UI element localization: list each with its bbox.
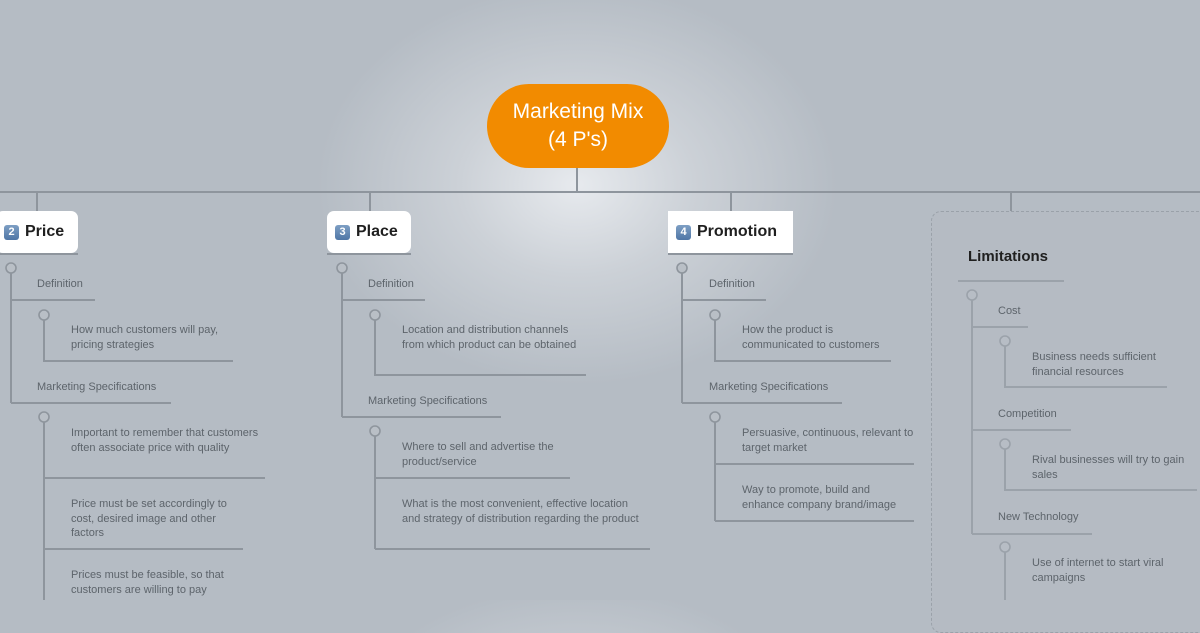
limitation-label[interactable]: Competition xyxy=(998,408,1057,420)
central-topic-line1: Marketing Mix xyxy=(512,100,644,123)
price-spec-item[interactable]: Price must be set accordingly to cost, d… xyxy=(71,498,227,539)
limitations-boundary xyxy=(931,211,1200,633)
collapse-circles[interactable] xyxy=(5,262,1011,553)
promotion-definition-text[interactable]: How the product is communicated to custo… xyxy=(742,324,880,351)
promotion-specs-label[interactable]: Marketing Specifications xyxy=(709,381,829,393)
topic-label: Promotion xyxy=(697,223,777,240)
place-definition-text[interactable]: Location and distribution channels from … xyxy=(402,324,577,351)
topic-promotion[interactable]: 4 Promotion xyxy=(668,211,793,253)
promotion-spec-item[interactable]: Way to promote, build and enhance compan… xyxy=(742,484,897,511)
limitation-text[interactable]: Use of internet to start viral campaigns xyxy=(1032,557,1164,584)
price-spec-item[interactable]: Prices must be feasible, so that custome… xyxy=(71,569,224,596)
limitation-label[interactable]: Cost xyxy=(998,305,1021,317)
topic-label: Price xyxy=(25,223,65,240)
place-specs-label[interactable]: Marketing Specifications xyxy=(368,395,488,407)
promotion-spec-item[interactable]: Persuasive, continuous, relevant to targ… xyxy=(742,427,914,454)
topic-limitations[interactable]: Limitations xyxy=(968,248,1049,265)
central-topic[interactable]: Marketing Mix (4 P's) xyxy=(487,84,669,168)
price-definition-label[interactable]: Definition xyxy=(37,278,83,290)
number-badge-icon: 4 xyxy=(676,224,691,240)
number-badge-icon: 2 xyxy=(4,224,19,240)
price-spec-item[interactable]: Important to remember that customers oft… xyxy=(71,427,259,454)
price-definition-text[interactable]: How much customers will pay, pricing str… xyxy=(71,324,219,351)
promotion-definition-label[interactable]: Definition xyxy=(709,278,755,290)
limitation-label[interactable]: New Technology xyxy=(998,511,1079,523)
place-spec-item[interactable]: What is the most convenient, effective l… xyxy=(402,498,639,525)
connector-lines xyxy=(0,168,1200,600)
number-badge-icon: 3 xyxy=(335,224,350,240)
topic-place[interactable]: 3 Place xyxy=(327,211,411,253)
limitation-text[interactable]: Business needs sufficient financial reso… xyxy=(1032,351,1156,378)
place-spec-item[interactable]: Where to sell and advertise the product/… xyxy=(402,441,554,468)
place-definition-label[interactable]: Definition xyxy=(368,278,414,290)
topic-price[interactable]: 2 Price xyxy=(0,211,78,253)
central-topic-line2: (4 P's) xyxy=(547,128,609,151)
price-specs-label[interactable]: Marketing Specifications xyxy=(37,381,157,393)
topic-label: Place xyxy=(356,223,398,240)
limitation-text[interactable]: Rival businesses will try to gain sales xyxy=(1032,454,1185,481)
